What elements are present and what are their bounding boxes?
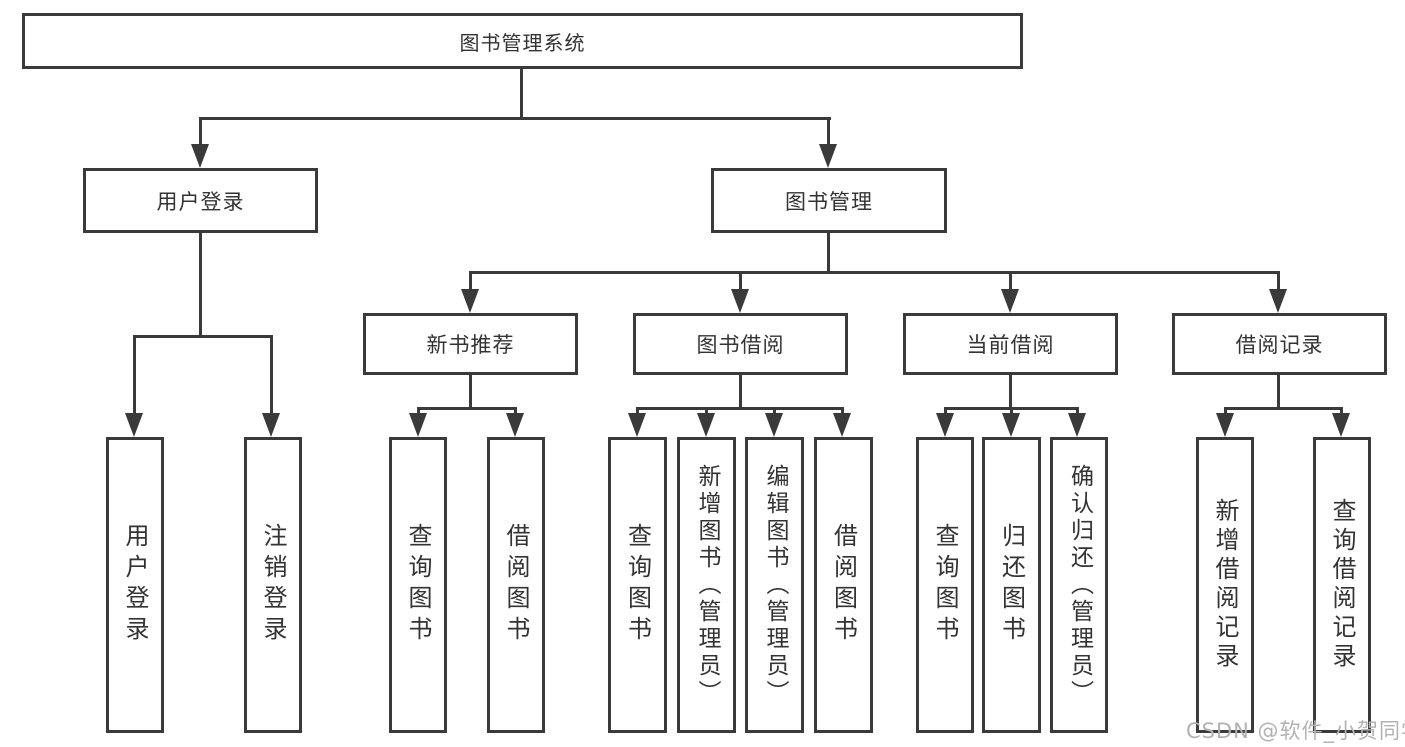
node-label: 用户登录 (156, 189, 245, 214)
arrowhead-icon (125, 413, 143, 437)
leaf-user-login: 用户登录 (106, 437, 164, 733)
leaf-borrow-book-recommend: 借阅图书 (487, 437, 545, 733)
leaf-label: 新增图书（管理员） (694, 463, 720, 707)
connector-line (133, 335, 273, 338)
node-user-login: 用户登录 (83, 168, 318, 233)
leaf-label: 注销登录 (259, 523, 287, 647)
arrowhead-icon (1068, 413, 1086, 437)
leaf-label: 查询借阅记录 (1328, 498, 1356, 672)
connector-line (1224, 407, 1227, 417)
connector-line (705, 407, 708, 417)
arrowhead-icon (409, 413, 427, 437)
leaf-label: 查询图书 (623, 523, 652, 647)
leaf-query-book-current: 查询图书 (916, 437, 974, 733)
leaf-borrow-book: 借阅图书 (814, 437, 873, 733)
node-label: 新书推荐 (426, 333, 515, 357)
leaf-add-book-admin: 新增图书（管理员） (677, 437, 736, 733)
connector-line (417, 407, 517, 410)
node-new-book-recommend: 新书推荐 (363, 313, 578, 375)
connector-line (1009, 271, 1012, 293)
leaf-label: 用户登录 (121, 523, 149, 647)
node-book-management: 图书管理 (711, 168, 947, 233)
arrowhead-icon (1216, 413, 1234, 437)
leaf-add-borrow-record: 新增借阅记录 (1196, 437, 1254, 733)
leaf-label: 归还图书 (997, 523, 1026, 647)
connector-line (1277, 375, 1280, 409)
leaf-label: 借阅图书 (502, 523, 530, 647)
leaf-label: 查询图书 (404, 523, 432, 647)
arrowhead-icon (461, 289, 479, 313)
connector-line (1010, 407, 1013, 417)
connector-line (636, 407, 639, 417)
connector-line (417, 407, 420, 417)
connector-line (469, 271, 472, 293)
connector-line (1076, 407, 1079, 417)
node-current-borrow: 当前借阅 (903, 313, 1118, 375)
connector-line (1224, 407, 1342, 410)
connector-line (514, 407, 517, 417)
connector-line (739, 375, 742, 409)
connector-line (270, 335, 273, 417)
connector-line (1340, 407, 1343, 417)
leaf-confirm-return-admin: 确认归还（管理员） (1050, 437, 1108, 733)
connector-line (841, 407, 844, 417)
arrowhead-icon (731, 289, 749, 313)
arrowhead-icon (765, 413, 783, 437)
leaf-edit-book-admin: 编辑图书（管理员） (745, 437, 804, 733)
leaf-query-borrow-record: 查询借阅记录 (1313, 437, 1371, 733)
connector-line (773, 407, 776, 417)
leaf-return-book: 归还图书 (982, 437, 1041, 733)
connector-line (199, 117, 831, 120)
node-label: 当前借阅 (966, 333, 1055, 357)
arrowhead-icon (191, 144, 209, 168)
leaf-label: 借阅图书 (829, 523, 858, 647)
node-label: 借阅记录 (1235, 333, 1324, 357)
arrowhead-icon (628, 413, 646, 437)
connector-line (199, 117, 202, 152)
connector-line (133, 335, 136, 417)
arrowhead-icon (936, 413, 954, 437)
arrowhead-icon (697, 413, 715, 437)
leaf-query-book-recommend: 查询图书 (389, 437, 447, 733)
arrowhead-icon (1332, 413, 1350, 437)
connector-line (520, 69, 523, 119)
leaf-query-book-borrow: 查询图书 (608, 437, 667, 733)
arrowhead-icon (1269, 289, 1287, 313)
arrowhead-icon (506, 413, 524, 437)
leaf-label: 查询图书 (931, 523, 959, 647)
connector-line (739, 271, 742, 293)
leaf-label: 确认归还（管理员） (1066, 463, 1093, 707)
node-borrow-record: 借阅记录 (1172, 313, 1387, 375)
arrowhead-icon (819, 144, 837, 168)
arrowhead-icon (833, 413, 851, 437)
connector-line (1277, 271, 1280, 293)
csdn-watermark: CSDN @软件_小贺同学 (1186, 719, 1405, 743)
node-root-label: 图书管理系统 (459, 30, 586, 55)
node-label: 图书借阅 (696, 333, 785, 357)
node-label: 图书管理 (785, 189, 873, 214)
connector-line (469, 271, 1280, 274)
connector-line (469, 375, 472, 409)
arrowhead-icon (1002, 413, 1020, 437)
arrowhead-icon (262, 413, 280, 437)
node-book-borrow: 图书借阅 (633, 313, 848, 375)
arrowhead-icon (1001, 289, 1019, 313)
connector-line (199, 233, 202, 337)
connector-line (944, 407, 947, 417)
leaf-label: 编辑图书（管理员） (762, 463, 788, 707)
connector-line (827, 117, 830, 152)
connector-line (827, 233, 830, 273)
connector-line (636, 407, 843, 410)
leaf-label: 新增借阅记录 (1211, 498, 1239, 672)
node-root: 图书管理系统 (22, 13, 1023, 69)
leaf-logout: 注销登录 (244, 437, 302, 733)
connector-line (1009, 375, 1012, 409)
